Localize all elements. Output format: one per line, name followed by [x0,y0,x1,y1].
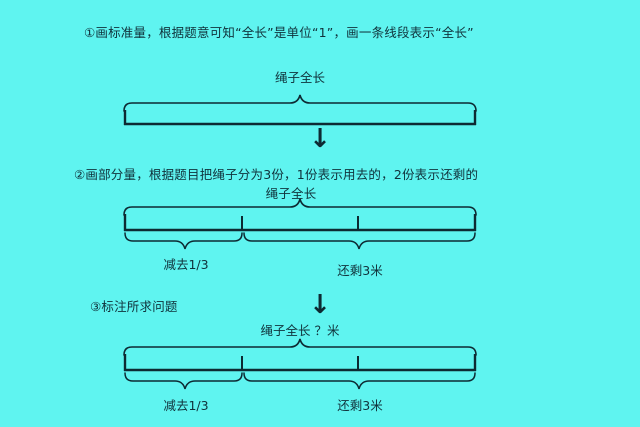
diagram-1-top-brace [123,94,477,112]
diagram-3: 绳子全长 ？米 减去1/3 还剩3米 [120,323,480,419]
diagram-3-top-label: 绳子全长 ？米 [260,323,340,338]
down-arrow-icon: ↓ [309,290,331,320]
step-2-instruction: ②画部分量，根据题目把绳子分为3份，1份表示用去的，2份表示还剩的 绳子全长 [74,166,508,202]
diagram-1-top-label: 绳子全长 [274,70,325,85]
diagram-1-graphic [123,94,477,126]
diagram-1: 绳子全长 [120,70,480,126]
down-arrow-icon: ↓ [309,124,331,154]
step-2-line-1: ②画部分量，根据题目把绳子分为3份，1份表示用去的，2份表示还剩的 [74,167,479,182]
diagram-2-top-brace [123,198,477,216]
step-1-instruction: ①画标准量，根据题意可知“全长”是单位“1”，画一条线段表示“全长” [84,25,474,40]
step-2-line-2: 绳子全长 [265,186,317,201]
diagram-3-top-brace [123,338,477,356]
diagram-3-label-used: 减去1/3 [163,398,209,413]
diagram-3-bottom-brace-left [124,372,243,390]
diagram-2-bottom-brace-left [124,232,243,250]
diagram-2-label-used: 减去1/3 [163,257,209,272]
arrow-1-container: ↓ [0,126,640,152]
diagram-3-bottom-brace-right [243,372,476,390]
diagram-2-label-remaining: 还剩3米 [337,263,383,278]
step-3-instruction: ③标注所求问题 [90,299,178,314]
diagram-3-label-remaining: 还剩3米 [337,398,383,413]
diagram-2-bottom-brace-right [243,232,476,250]
arrow-2-container: ↓ [0,292,640,318]
diagram-3-graphic [123,338,477,390]
diagram-2-graphic [123,198,477,250]
diagram-2: 减去1/3 还剩3米 [120,189,480,281]
